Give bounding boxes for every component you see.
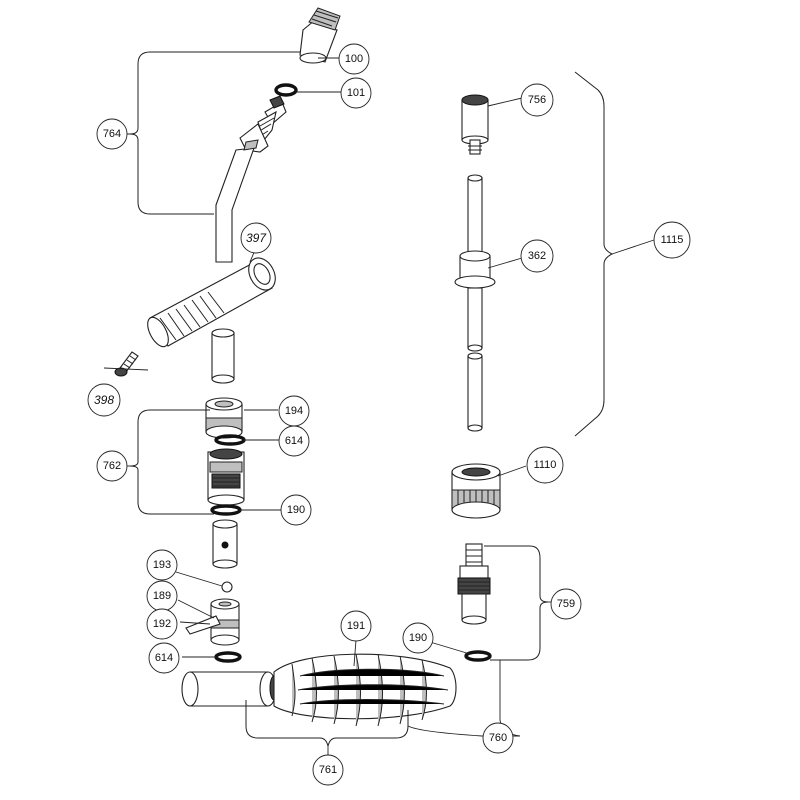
svg-text:190: 190: [409, 632, 427, 644]
part-193-ball: [221, 581, 233, 593]
part-759-connector: [457, 543, 491, 625]
part-397-grip: [147, 257, 276, 348]
callout-101: 101: [340, 77, 372, 109]
part-coupler-body: [207, 448, 245, 506]
svg-text:762: 762: [103, 460, 121, 472]
brace-759: [484, 545, 549, 661]
svg-text:191: 191: [347, 620, 365, 632]
callout-362: 362: [520, 239, 554, 273]
part-101-oring: [274, 83, 298, 97]
callout-764: 764: [96, 118, 128, 150]
callout-190-right: 190: [402, 622, 434, 654]
svg-text:759: 759: [557, 598, 575, 610]
brace-764: [129, 51, 300, 215]
part-362-tube-assembly: [454, 174, 496, 352]
callout-100: 100: [338, 43, 370, 75]
part-190-oring-right: [464, 650, 492, 662]
svg-text:193: 193: [153, 559, 171, 571]
callout-761: 761: [312, 754, 344, 786]
svg-text:1110: 1110: [534, 459, 557, 471]
callout-614-lower: 614: [148, 642, 180, 674]
brace-1115: [574, 71, 614, 437]
part-614-oring-upper: [214, 434, 246, 446]
part-191-bulb: [273, 653, 457, 727]
svg-text:614: 614: [285, 435, 303, 447]
svg-text:398: 398: [94, 393, 114, 407]
svg-text:100: 100: [345, 53, 363, 65]
callout-759: 759: [550, 588, 582, 620]
part-189-lever: [185, 615, 221, 635]
svg-text:760: 760: [489, 732, 507, 744]
callout-756: 756: [520, 83, 554, 117]
callout-191: 191: [340, 610, 372, 642]
svg-text:189: 189: [153, 590, 171, 602]
callout-192: 192: [146, 608, 178, 640]
svg-text:190: 190: [287, 504, 305, 516]
svg-text:1115: 1115: [661, 234, 684, 246]
part-short-tube: [211, 328, 235, 384]
part-pin-tube: [212, 519, 238, 569]
callout-193: 193: [146, 549, 178, 581]
callout-614-upper: 614: [278, 425, 310, 457]
svg-text:194: 194: [285, 405, 303, 417]
callout-760: 760: [482, 722, 514, 754]
svg-text:362: 362: [528, 250, 546, 262]
svg-text:756: 756: [528, 94, 546, 106]
svg-text:101: 101: [347, 87, 365, 99]
part-194-nut: [205, 397, 243, 439]
callout-762: 762: [96, 450, 128, 482]
part-764-nozzle-tube: [215, 95, 287, 263]
callout-398: 398: [87, 383, 121, 417]
part-190-oring-upper: [210, 504, 242, 516]
part-100-cap: [299, 7, 341, 64]
callout-1110: 1110: [526, 446, 564, 484]
callout-1115: 1115: [653, 221, 691, 259]
callout-190-upper: 190: [280, 494, 312, 526]
part-lower-tube: [467, 352, 483, 432]
callout-189: 189: [146, 580, 178, 612]
svg-text:397: 397: [246, 231, 267, 245]
brace-762: [129, 409, 214, 515]
svg-text:192: 192: [153, 618, 171, 630]
part-761-sleeve: [181, 671, 279, 707]
part-1110-nut: [451, 463, 501, 519]
svg-text:614: 614: [155, 652, 173, 664]
part-756-fitting: [461, 94, 489, 155]
svg-text:761: 761: [319, 764, 337, 776]
callout-194: 194: [278, 395, 310, 427]
part-614-oring-lower: [214, 651, 242, 663]
callout-397: 397: [240, 222, 272, 254]
part-398-screw: [114, 351, 139, 377]
svg-text:764: 764: [103, 128, 121, 140]
